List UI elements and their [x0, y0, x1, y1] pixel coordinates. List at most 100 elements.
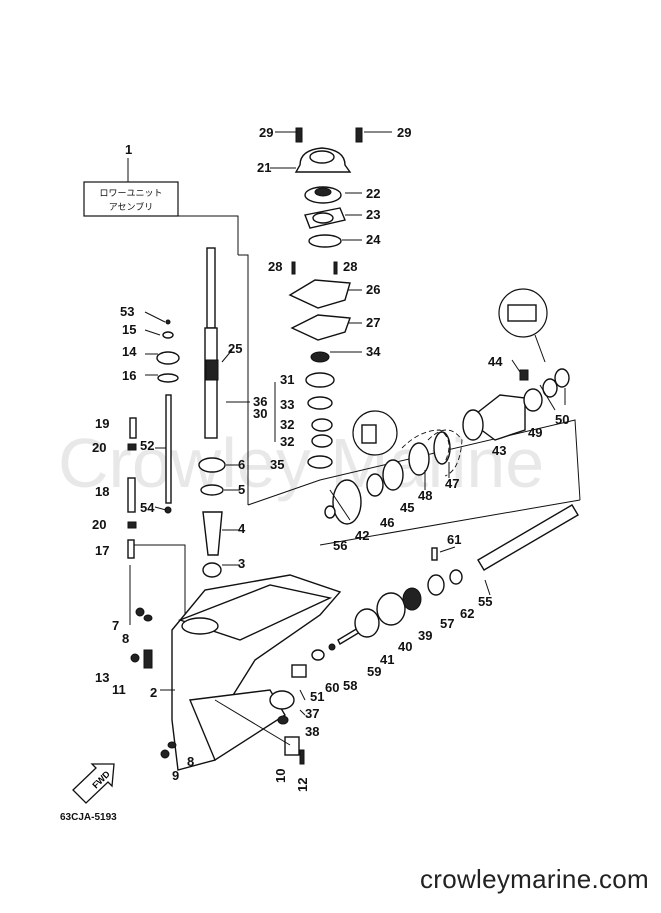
callout-10: 10: [273, 769, 288, 783]
gasket: [308, 234, 342, 248]
grease-nipple: [127, 539, 135, 559]
dog-clutch: [402, 587, 422, 611]
dowel-pin-long: [127, 477, 136, 513]
lower-case-housing: [171, 574, 342, 771]
gasket-plate: [290, 314, 351, 341]
callout-27: 27: [366, 315, 380, 330]
leader-line: [539, 384, 556, 411]
title-line-1: ロワーユニット: [99, 189, 162, 199]
callout-48: 48: [418, 488, 432, 503]
washer-small: [324, 505, 336, 519]
outer-plate-cartridge: [288, 279, 351, 309]
leader-line: [299, 709, 306, 716]
trim-tab: [143, 649, 153, 669]
drive-shaft-sleeve: [202, 511, 223, 556]
bearing-forward: [382, 459, 404, 491]
bracket-line: [178, 215, 239, 255]
callout-35: 35: [270, 457, 284, 472]
leader-line: [299, 689, 306, 701]
callout-46: 46: [380, 515, 394, 530]
leader-line: [214, 699, 291, 746]
leader-line: [484, 579, 491, 596]
reverse-gear: [449, 569, 463, 585]
shim: [311, 434, 333, 448]
dowel-pin: [291, 261, 296, 275]
callout-57: 57: [440, 616, 454, 631]
assembly-title-box: [83, 181, 179, 217]
callout-7: 7: [112, 618, 119, 633]
callout-43: 43: [492, 443, 506, 458]
leader-line: [329, 489, 351, 521]
callout-3: 3: [238, 556, 245, 571]
callout-16: 16: [122, 368, 136, 383]
dowel-pin: [333, 261, 338, 275]
callout-32: 32: [280, 417, 294, 432]
callout-59: 59: [367, 664, 381, 679]
leader-line: [144, 311, 166, 323]
forward-gear: [376, 592, 406, 626]
diagram-code: 63CJA-5193: [60, 812, 117, 823]
callout-60: 60: [325, 680, 339, 695]
callout-8: 8: [187, 754, 194, 769]
callout-26: 26: [366, 282, 380, 297]
thrust-washer: [307, 455, 333, 469]
callout-29: 29: [397, 125, 411, 140]
needle-bearing: [523, 388, 543, 412]
bolt: [519, 369, 529, 381]
callout-11: 11: [112, 682, 126, 697]
bolt: [299, 749, 305, 765]
shift-cam: [291, 664, 307, 678]
seal-detail: [507, 304, 537, 322]
shift-plunger: [311, 649, 325, 661]
callout-28: 28: [343, 259, 357, 274]
nut: [127, 521, 137, 529]
callout-47: 47: [445, 476, 459, 491]
callout-1: 1: [125, 142, 132, 157]
leader-line: [221, 349, 233, 363]
callout-44: 44: [488, 354, 503, 369]
callout-40: 40: [398, 639, 412, 654]
callout-28: 28: [268, 259, 282, 274]
anode: [284, 736, 300, 756]
callout-53: 53: [120, 304, 134, 319]
cross-pin: [431, 547, 438, 561]
shim-detail: [361, 424, 377, 444]
callout-17: 17: [95, 543, 109, 558]
callout-36: 36: [253, 394, 267, 409]
o-ring-bearing: [433, 431, 451, 465]
callout-58: 58: [343, 678, 357, 693]
detent-ball: [328, 643, 336, 651]
bearing-housing: [305, 372, 335, 388]
site-watermark: crowleymarine.com: [419, 864, 649, 894]
bracket-line: [319, 499, 581, 546]
callout-2: 2: [150, 685, 157, 700]
callout-56: 56: [333, 538, 347, 553]
callout-31: 31: [280, 372, 294, 387]
leader-line: [439, 546, 456, 553]
propeller-shaft-housing: [462, 394, 526, 441]
callout-50: 50: [555, 412, 569, 427]
callout-42: 42: [355, 528, 369, 543]
callout-33: 33: [280, 397, 294, 412]
o-ring-small: [165, 319, 171, 325]
needle-bearing: [202, 562, 222, 578]
o-ring: [307, 396, 333, 410]
callout-24: 24: [366, 232, 381, 247]
callout-22: 22: [366, 186, 380, 201]
callout-49: 49: [528, 425, 542, 440]
callout-37: 37: [305, 706, 319, 721]
washer: [167, 741, 177, 749]
callout-20: 20: [92, 440, 106, 455]
drain-plug: [277, 715, 289, 725]
shim: [311, 418, 333, 432]
title-line-2: アセンブリ: [109, 201, 154, 213]
gasket-outline: [401, 429, 450, 463]
callout-6: 6: [238, 457, 245, 472]
callout-18: 18: [95, 484, 109, 499]
nut: [127, 443, 137, 451]
callout-9: 9: [172, 768, 179, 783]
shim-washer: [200, 484, 224, 496]
o-ring-outline: [427, 429, 463, 477]
